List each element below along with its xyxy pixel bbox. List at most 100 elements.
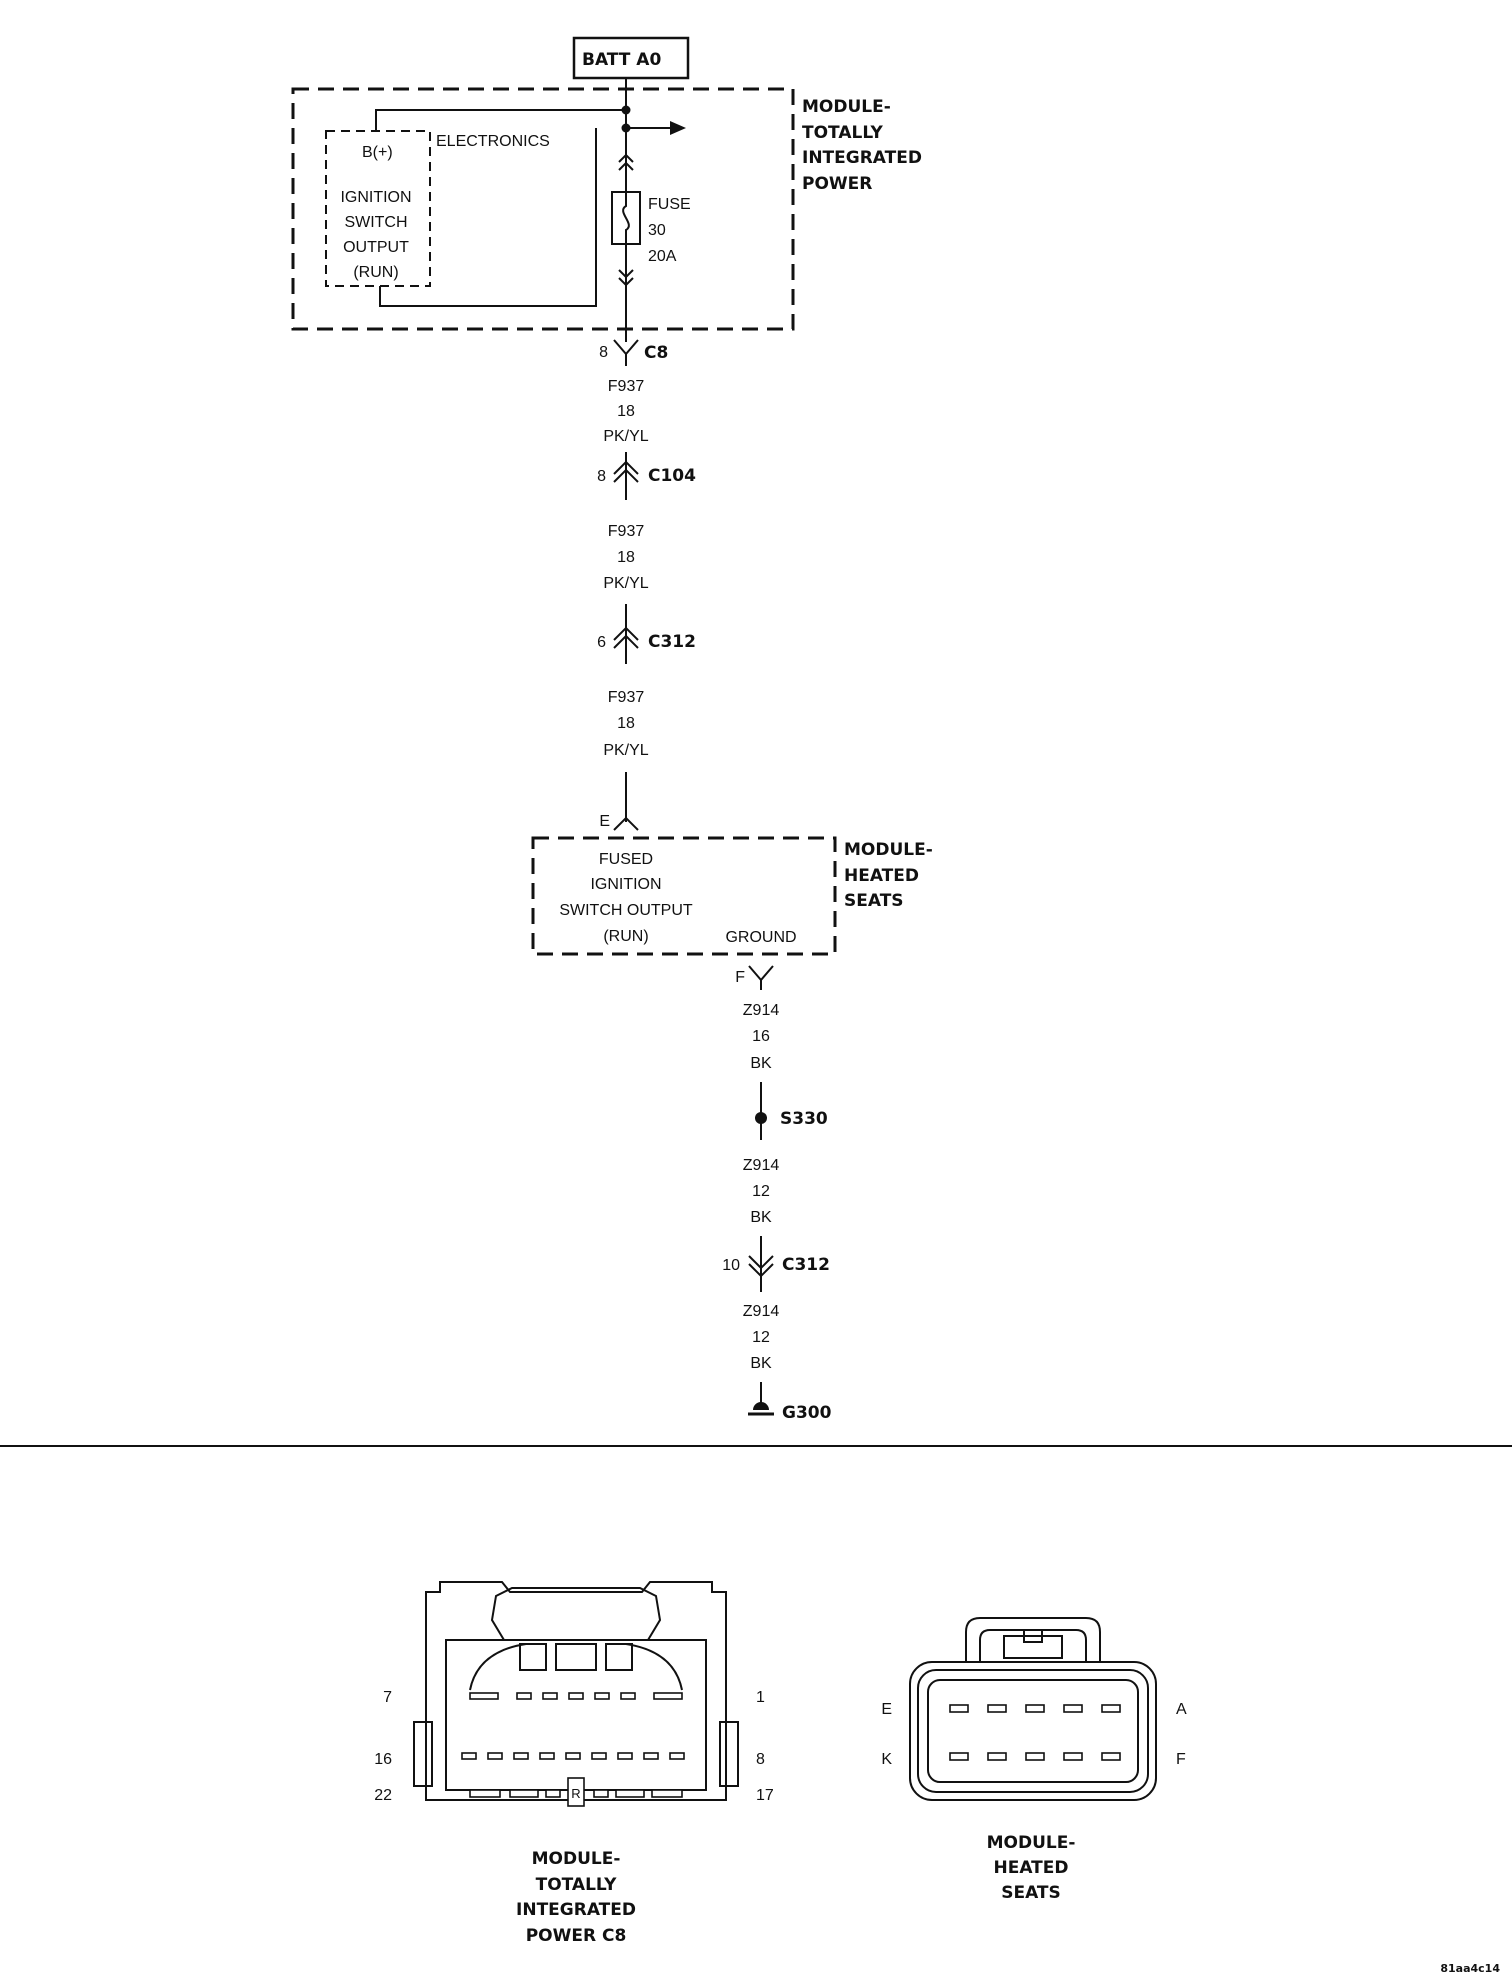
run-output-wire [379,128,597,307]
tipm-name-2: TOTALLY [802,123,883,143]
z914b-2-color: BK [750,1355,772,1372]
c8-title-4: POWER C8 [526,1926,627,1946]
hs-pin [1101,1704,1121,1713]
c8-left-tab [413,1721,433,1787]
c8-pin-label-17: 17 [756,1787,774,1804]
z914b-1-gauge: 12 [752,1183,770,1200]
c8-pin [594,1692,610,1700]
c8-pin [539,1752,555,1760]
hs-pin [987,1704,1007,1713]
c8-pin [593,1789,609,1798]
c8-pin: 8 [599,344,608,361]
c8-latch-slot-3 [605,1643,633,1671]
hs-ground-label: GROUND [725,929,796,946]
c312b-symbol-a [748,1255,774,1270]
fuse-chevron-3 [618,269,634,279]
z914a-color: BK [750,1055,772,1072]
fuse-chevron-1 [618,153,634,163]
fuse-chevron-2 [618,161,634,171]
hs-name-3: SEATS [844,891,904,911]
c8-pin [591,1752,607,1760]
f937-3-circuit: F937 [608,689,645,706]
tipm-name-3: INTEGRATED [802,148,922,168]
c8-pin-label-7: 7 [383,1689,392,1706]
ground-label: G300 [782,1403,832,1423]
batt-label: BATT A0 [582,50,661,70]
c8-pin-label-22: 22 [374,1787,392,1804]
c312a-name: C312 [648,632,696,652]
c104-symbol-b [613,468,639,483]
hs-input-1: FUSED [599,851,653,868]
pin-e-label: E [599,813,610,830]
f937-3-gauge: 18 [617,715,635,732]
hs-input-3: SWITCH OUTPUT [559,902,693,919]
hs-pin-label-a: A [1176,1701,1187,1718]
f937-3-color: PK/YL [603,742,648,759]
fuse-label-1: FUSE [648,196,691,213]
z914b-2-circuit: Z914 [743,1303,780,1320]
b-plus-feed [375,109,626,131]
c8-pin [615,1789,645,1798]
pin-e-symbol [613,816,639,831]
c104-name: C104 [648,466,696,486]
f937-1-color: PK/YL [603,428,648,445]
splice-label: S330 [780,1109,828,1129]
b-plus-label: B(+) [362,144,393,161]
z914a-gauge: 16 [752,1028,770,1045]
c8-pin [542,1692,558,1700]
hs-name-1: MODULE- [844,840,933,860]
pin-f-label: F [735,969,745,986]
c8-pin [651,1789,683,1798]
hs-pin [987,1752,1007,1761]
c312b-pin: 10 [722,1257,740,1274]
c8-latch-slot-1 [519,1643,547,1671]
c312b-name: C312 [782,1255,830,1275]
c8-pin [653,1692,683,1700]
ground-g300-symbol [753,1402,769,1410]
heated-seats-module-box [531,836,837,956]
electronics-label: ELECTRONICS [436,133,550,150]
ign-line-4: (RUN) [353,264,398,281]
hs-mid-shell [917,1669,1149,1793]
hs-latch-outer [965,1617,1101,1662]
f937-1-circuit: F937 [608,378,645,395]
f937-1-gauge: 18 [617,403,635,420]
hs-input-2: IGNITION [590,876,661,893]
c8-pin [545,1789,561,1798]
f937-2-color: PK/YL [603,575,648,592]
c8-title-1: MODULE- [532,1849,621,1869]
hs-pin [949,1704,969,1713]
hs-pin [949,1752,969,1761]
fuse-element [622,192,630,244]
c312a-pin: 6 [597,634,606,651]
fuse-label-2: 30 [648,222,666,239]
c8-top-latch [490,1587,662,1641]
ign-line-2: SWITCH [344,214,407,231]
hs-pin [1063,1752,1083,1761]
splice-s330 [755,1112,767,1124]
hs-pin [1025,1704,1045,1713]
c8-pin-label-8: 8 [756,1751,765,1768]
c8-symbol [613,339,639,356]
c8-pin-label-1: 1 [756,1689,765,1706]
c8-pin [461,1752,477,1760]
c8-pin-label-16: 16 [374,1751,392,1768]
hs-latch-tab [1003,1635,1063,1659]
z914b-1-color: BK [750,1209,772,1226]
ign-line-1: IGNITION [340,189,411,206]
fuse-label-3: 20A [648,248,677,265]
c8-pin [516,1692,532,1700]
c8-name: C8 [644,343,668,363]
c8-right-tab [719,1721,739,1787]
c312a-symbol-a [613,626,639,641]
c104-symbol-a [613,460,639,475]
ign-line-3: OUTPUT [343,239,409,256]
c8-inner-shell [445,1639,707,1791]
c8-pin [617,1752,633,1760]
c312b-symbol-b [748,1263,774,1278]
hs-title-3: SEATS [1001,1883,1061,1903]
hs-pin-label-e: E [881,1701,892,1718]
c104-pin: 8 [597,468,606,485]
electronics-box [325,130,431,287]
